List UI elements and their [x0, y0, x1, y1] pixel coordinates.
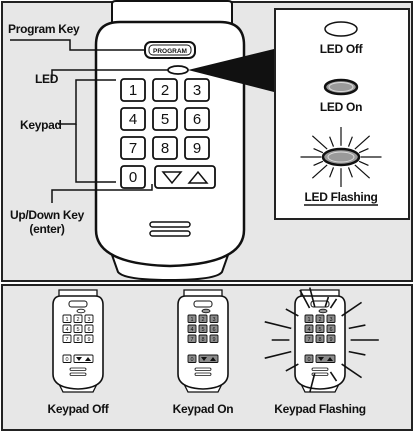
keypad-on-label: Keypad On: [172, 402, 234, 416]
visor-clip: [111, 0, 233, 24]
keypad-flashing-illustration: 1 2 3 4 5 6 7 8 9 0: [294, 289, 346, 393]
svg-text:1: 1: [65, 317, 68, 323]
svg-text:7: 7: [307, 337, 310, 343]
svg-text:0: 0: [190, 357, 193, 363]
led-callout-wedge: [188, 49, 274, 92]
key-1-label: 1: [129, 82, 137, 99]
svg-text:2: 2: [201, 317, 204, 323]
keypad-flashing-label: Keypad Flashing: [274, 402, 366, 416]
svg-text:5: 5: [318, 327, 321, 333]
led-on-label: LED On: [319, 100, 363, 114]
svg-text:9: 9: [329, 337, 332, 343]
keypad-off-illustration: 1 2 3 4 5 6 7 8 9 0: [52, 289, 104, 393]
key-5[interactable]: [152, 107, 178, 131]
svg-text:1: 1: [307, 317, 310, 323]
flash-ray: [309, 373, 316, 393]
key-4-label: 4: [129, 111, 137, 128]
updown-key-leader: [51, 184, 153, 203]
key-2[interactable]: [152, 78, 178, 102]
program-key-label: Program Key: [8, 22, 80, 36]
led-off-icon: [324, 21, 358, 37]
svg-text:2: 2: [76, 317, 79, 323]
flash-ray: [285, 308, 299, 317]
flash-ray: [329, 298, 338, 309]
flash-ray: [324, 296, 330, 307]
program-key-leader: [10, 39, 145, 51]
svg-text:9: 9: [212, 337, 215, 343]
svg-text:0: 0: [307, 357, 310, 363]
key-7[interactable]: [120, 136, 146, 160]
flash-ray: [264, 321, 292, 330]
svg-text:4: 4: [307, 327, 310, 333]
svg-text:5: 5: [201, 327, 204, 333]
svg-text:1: 1: [190, 317, 193, 323]
flash-ray: [341, 363, 363, 379]
key-5-label: 5: [161, 111, 169, 128]
key-0-label: 0: [129, 169, 137, 186]
keypad-leader: [58, 79, 116, 125]
keypad-off-label: Keypad Off: [47, 402, 109, 416]
svg-text:4: 4: [190, 327, 193, 333]
key-2-label: 2: [161, 82, 169, 99]
flash-ray: [348, 324, 366, 330]
led-leader: [51, 69, 168, 80]
svg-text:2: 2: [318, 317, 321, 323]
key-6[interactable]: [184, 107, 210, 131]
led-off-label: LED Off: [319, 42, 363, 56]
svg-text:9: 9: [87, 337, 90, 343]
up-arrow-icon: [187, 170, 209, 184]
flash-ray: [264, 350, 292, 359]
svg-text:0: 0: [65, 357, 68, 363]
svg-text:6: 6: [212, 327, 215, 333]
svg-text:8: 8: [201, 337, 204, 343]
led-legend: [274, 8, 410, 220]
svg-text:4: 4: [65, 327, 68, 333]
program-key-label: PROGRAM: [153, 48, 187, 55]
flash-ray: [299, 289, 311, 309]
led-flashing-label: LED Flashing: [304, 190, 378, 204]
flash-ray: [348, 350, 366, 356]
key-8-label: 8: [161, 140, 169, 157]
flash-ray: [285, 363, 299, 372]
key-7-label: 7: [129, 140, 137, 157]
key-8[interactable]: [152, 136, 178, 160]
svg-text:3: 3: [212, 317, 215, 323]
key-4[interactable]: [120, 107, 146, 131]
key-3-label: 3: [193, 82, 201, 99]
svg-text:6: 6: [329, 327, 332, 333]
svg-text:6: 6: [87, 327, 90, 333]
key-3[interactable]: [184, 78, 210, 102]
updown-key-sublabel: (enter): [29, 222, 65, 236]
svg-text:8: 8: [76, 337, 79, 343]
key-6-label: 6: [193, 111, 201, 128]
flash-ray: [341, 301, 363, 317]
svg-text:3: 3: [329, 317, 332, 323]
key-9-label: 9: [193, 140, 201, 157]
speaker-slot: [149, 221, 191, 228]
down-arrow-icon: [161, 171, 183, 185]
updown-key-label: Up/Down Key: [9, 208, 85, 222]
speaker-slot: [149, 230, 191, 237]
svg-text:3: 3: [87, 317, 90, 323]
key-1[interactable]: [120, 78, 146, 102]
keypad-on-illustration: 1 2 3 4 5 6 7 8 9 0: [177, 289, 229, 393]
svg-text:8: 8: [318, 337, 321, 343]
flash-ray: [309, 287, 316, 307]
led-flashing-rays: [300, 127, 382, 187]
key-9[interactable]: [184, 136, 210, 160]
led-label: LED: [35, 72, 59, 86]
svg-text:7: 7: [190, 337, 193, 343]
flash-ray: [329, 371, 338, 382]
keypad-label: Keypad: [20, 118, 62, 132]
svg-text:7: 7: [65, 337, 68, 343]
svg-text:5: 5: [76, 327, 79, 333]
key-0[interactable]: [120, 165, 146, 189]
